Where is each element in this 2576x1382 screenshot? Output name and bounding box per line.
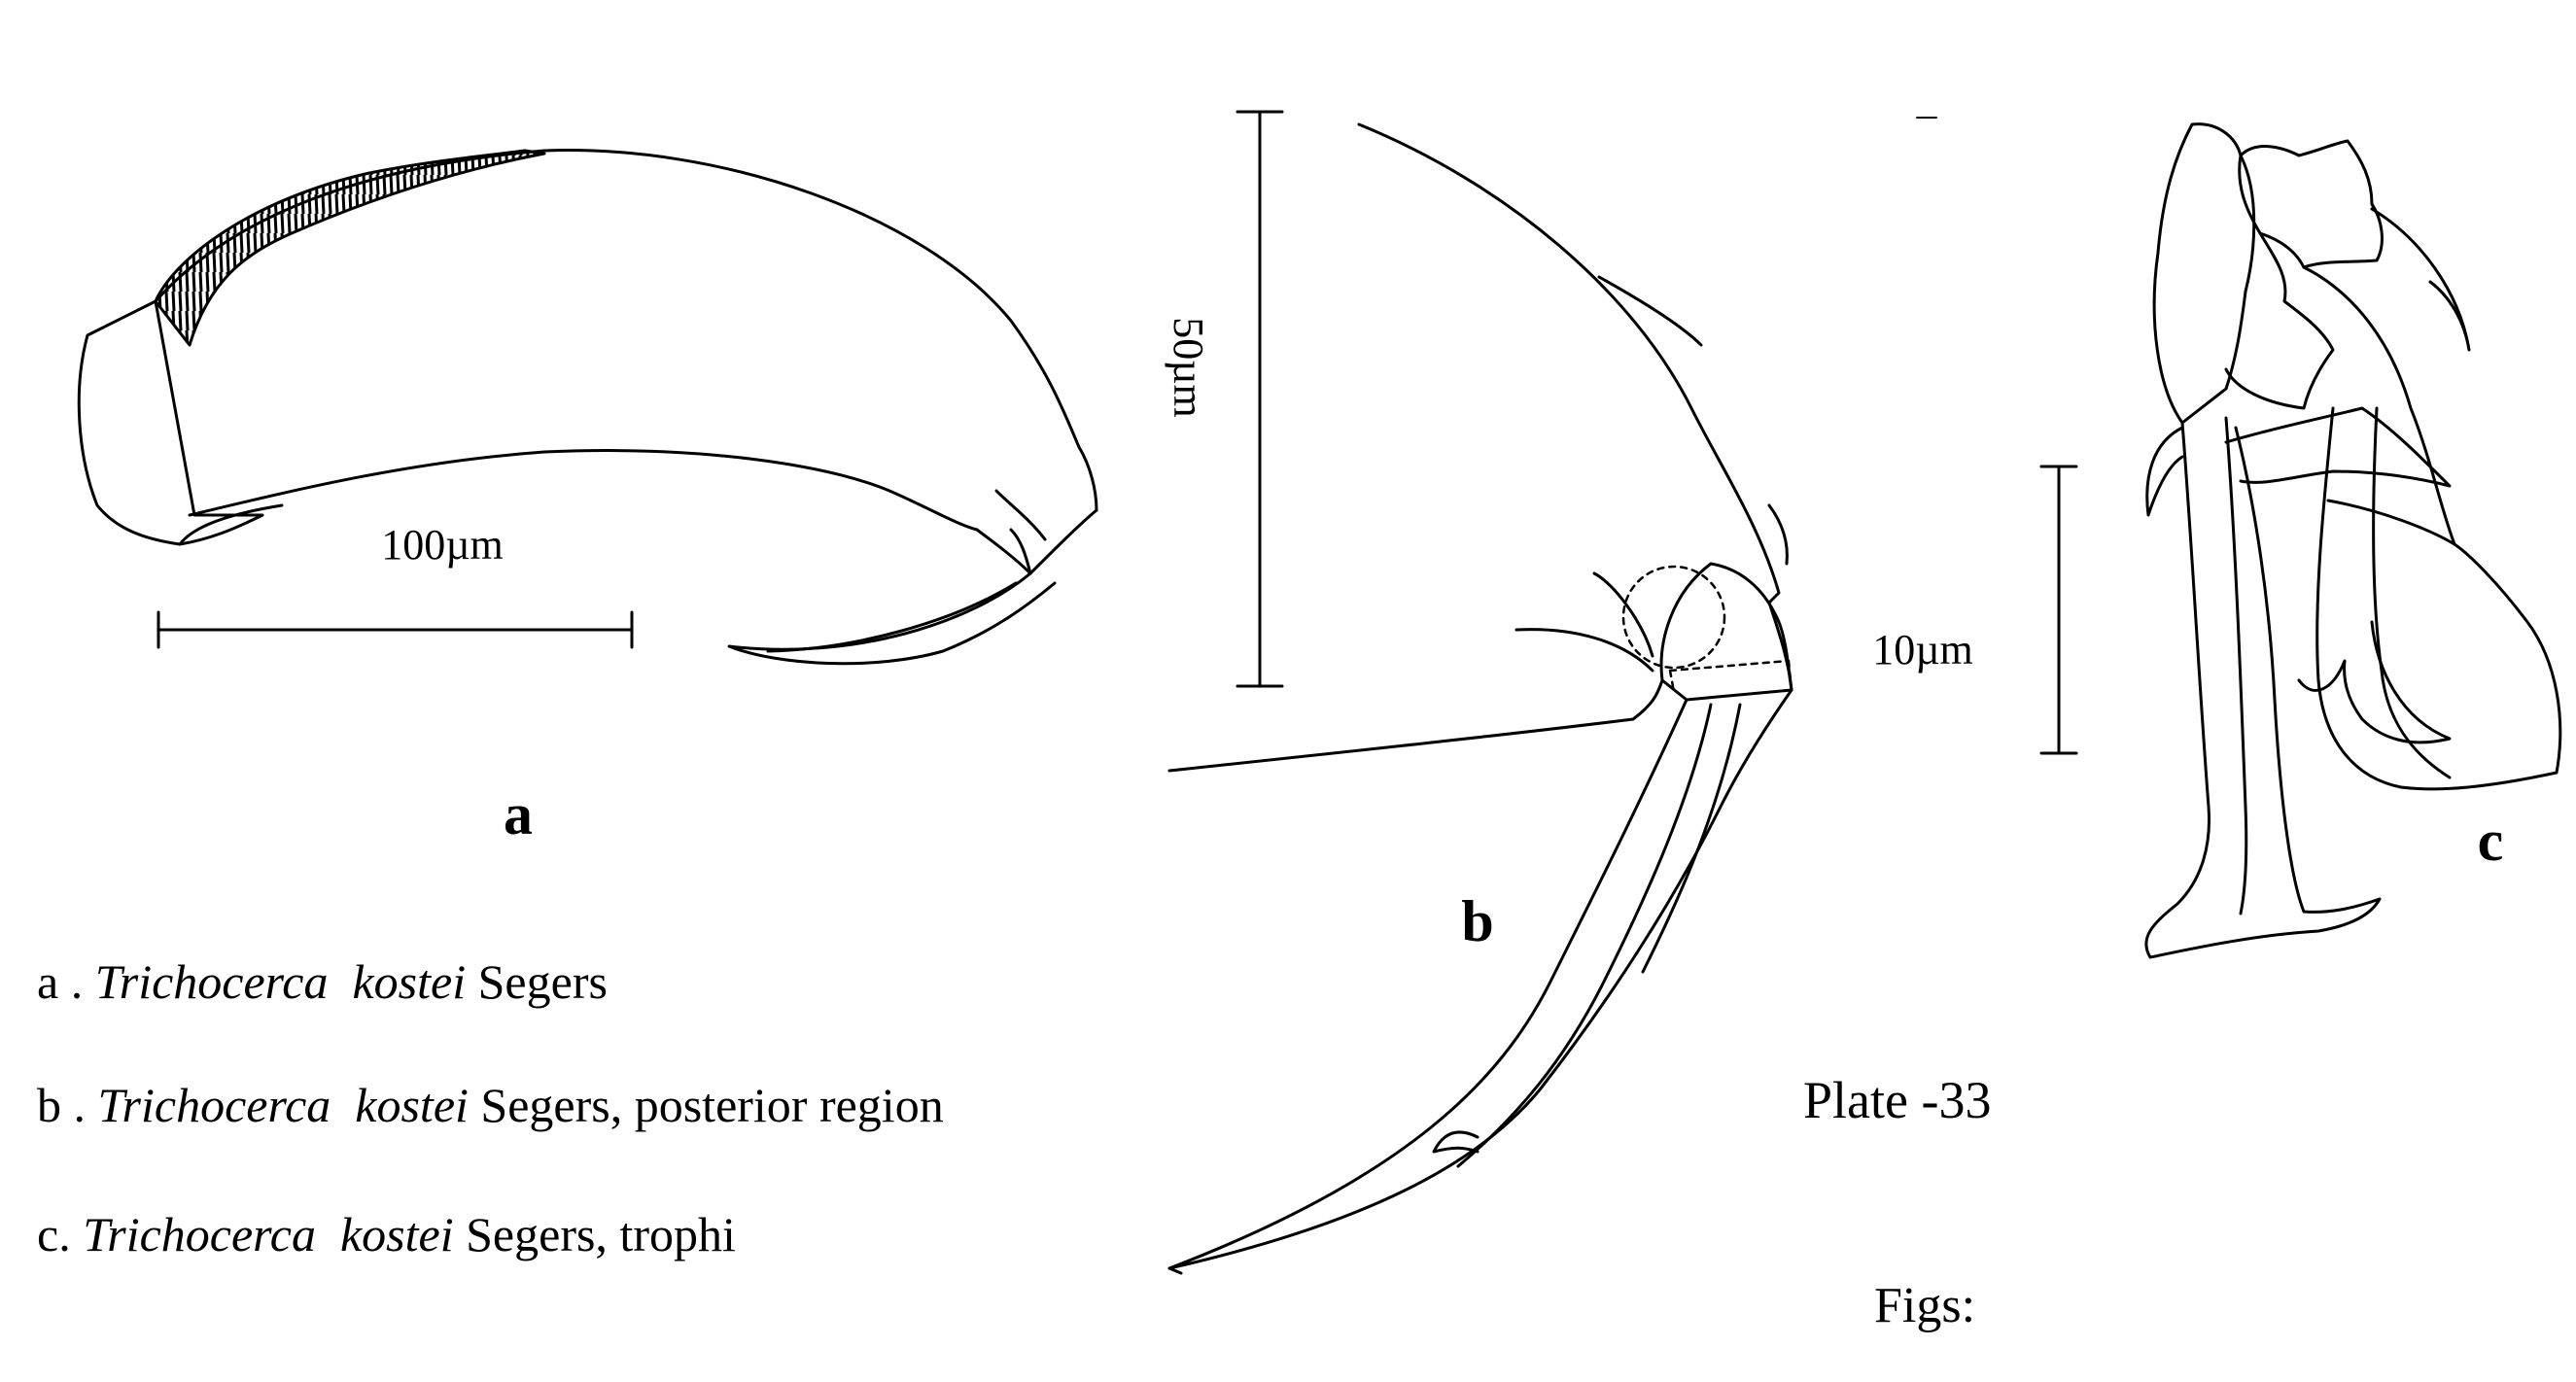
toe-b-inner-2 bbox=[1641, 703, 1742, 974]
caption-b: b . Trichocerca kostei Segers, posterior… bbox=[37, 1081, 944, 1129]
head-lower-lip bbox=[178, 503, 284, 546]
caption-a: a . Trichocerca kostei Segers bbox=[37, 957, 608, 1006]
figure-c-trophi: 10µm c bbox=[1872, 122, 2562, 959]
caption-species: kostei bbox=[339, 1207, 454, 1261]
ventral-line bbox=[1167, 678, 1664, 773]
caption-c: c. Trichocerca kostei Segers, trophi bbox=[37, 1210, 736, 1259]
figure-label-c: c bbox=[2478, 809, 2504, 873]
figure-a-animal: 100µm a bbox=[77, 149, 1098, 846]
caption-prefix: a . bbox=[37, 954, 95, 1009]
caption-genus: Trichocerca bbox=[97, 1078, 331, 1132]
caption-suffix: Segers, posterior region bbox=[468, 1078, 944, 1132]
seta-2 bbox=[1592, 571, 1654, 658]
figure-label-a: a bbox=[504, 782, 533, 846]
scale-label-b: 50µm bbox=[1165, 317, 1212, 418]
hook bbox=[2297, 620, 2452, 744]
toe bbox=[727, 571, 1057, 666]
figure-b-posterior: 50µm b bbox=[1165, 110, 1793, 1275]
toe-b-tip bbox=[1167, 1266, 1183, 1275]
toe-b-inner bbox=[1456, 703, 1713, 1168]
toe-base-detail bbox=[994, 489, 1047, 575]
toe-knob bbox=[1659, 562, 1793, 702]
toe-b-barb bbox=[1432, 1130, 1479, 1154]
dorsal-spine bbox=[1597, 275, 1703, 347]
caption-suffix: Segers, trophi bbox=[453, 1207, 736, 1261]
caption-genus: Trichocerca bbox=[83, 1207, 316, 1261]
caption-prefix: b . bbox=[37, 1078, 98, 1132]
posterior-dorsal-outline bbox=[1357, 122, 1781, 605]
dotted-circle bbox=[1621, 565, 1726, 670]
fulcrum bbox=[2144, 421, 2382, 959]
scale-label-a: 100µm bbox=[381, 521, 504, 569]
caption-species: kostei bbox=[352, 954, 467, 1009]
scale-label-c: 10µm bbox=[1872, 626, 1973, 674]
central-teeth-2 bbox=[2224, 231, 2335, 410]
oblique-spine bbox=[2224, 406, 2452, 488]
scale-bar-c bbox=[2039, 465, 2078, 755]
lorica-outline bbox=[154, 149, 1098, 512]
dotted-cap bbox=[1668, 659, 1793, 694]
figs-label: Figs: bbox=[1874, 1278, 1976, 1333]
caption-species: kostei bbox=[355, 1078, 469, 1132]
seta-1 bbox=[1514, 628, 1654, 673]
lorica-ventral-line bbox=[188, 449, 979, 532]
caption-prefix: c. bbox=[37, 1207, 84, 1261]
right-ramus bbox=[2302, 207, 2471, 546]
central-teeth bbox=[2238, 139, 2384, 269]
toe-base bbox=[975, 508, 1098, 575]
striated-band bbox=[154, 149, 546, 347]
right-manubrium bbox=[2315, 406, 2562, 791]
right-manubrium-inner bbox=[2372, 406, 2452, 779]
caption-genus: Trichocerca bbox=[94, 954, 329, 1009]
posterior-edge bbox=[1767, 601, 1793, 692]
caption-suffix: Segers bbox=[466, 954, 608, 1009]
toe-b bbox=[1167, 688, 1793, 1270]
scale-bar-b bbox=[1236, 110, 1284, 688]
left-uncus bbox=[2145, 426, 2184, 517]
head-segment bbox=[77, 299, 264, 546]
figure-label-b: b bbox=[1461, 889, 1493, 953]
fulcrum-inner bbox=[2224, 416, 2248, 916]
plate-title: Plate -33 bbox=[1803, 1071, 1992, 1129]
dorsal-notch bbox=[1767, 503, 1789, 566]
left-ramus bbox=[2152, 122, 2256, 425]
toe-inner bbox=[766, 581, 1018, 653]
scale-bar-a bbox=[157, 610, 634, 649]
